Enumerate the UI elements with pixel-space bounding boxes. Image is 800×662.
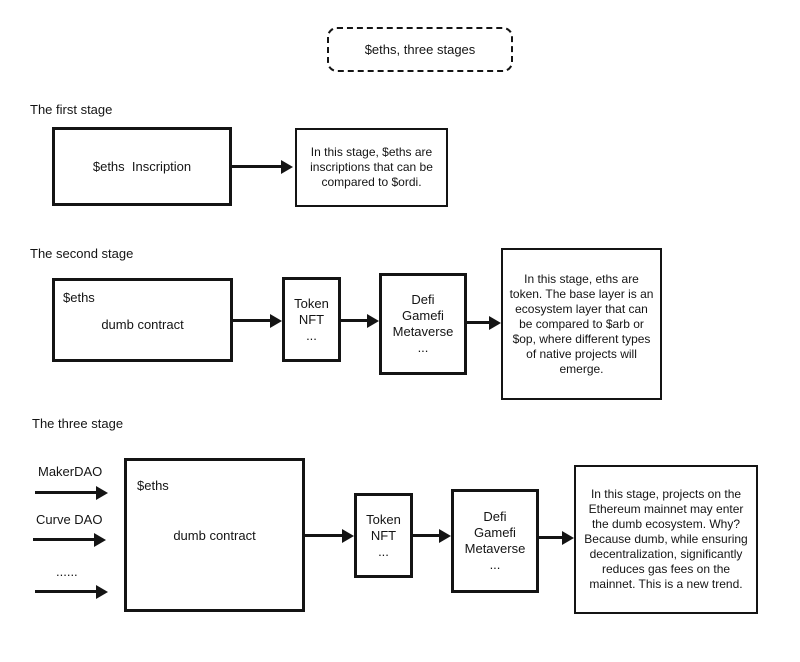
stage2-token-box: Token NFT ... <box>282 277 341 362</box>
stage3-description-text: In this stage, projects on the Ethereum … <box>584 487 748 591</box>
stage3-input-curvedao-label: Curve DAO <box>36 512 103 527</box>
stage3-label: The three stage <box>32 416 124 431</box>
stage2-defi-text: Defi Gamefi Metaverse ... <box>392 292 454 355</box>
stage2-description-text: In this stage, eths are token. The base … <box>509 271 654 376</box>
stage3-flow-arrow-2 <box>413 534 439 537</box>
stage3-input-curvedao-arrow <box>33 538 94 541</box>
stage3-input-makerdao-arrow <box>35 491 96 494</box>
stage1-inscription-label: $eths Inscription <box>92 159 192 174</box>
stage2-token-text: Token NFT ... <box>294 295 329 343</box>
stage3-flow-arrow-3 <box>539 536 562 539</box>
stage1-description-box: In this stage, $eths are inscriptions th… <box>295 128 448 207</box>
title-text: $eths, three stages <box>364 42 476 57</box>
stage3-contract-box: $eths dumb contract <box>124 458 305 612</box>
stage2-contract-label: dumb contract <box>101 316 184 332</box>
stage3-contract-label: dumb contract <box>173 527 256 543</box>
stage3-defi-text: Defi Gamefi Metaverse ... <box>464 509 526 572</box>
stage3-description-box: In this stage, projects on the Ethereum … <box>574 465 758 614</box>
stage3-token-text: Token NFT ... <box>366 511 401 559</box>
stage3-flow-arrow-1 <box>305 534 342 537</box>
stage3-input-others-label: ...... <box>56 564 78 579</box>
stage2-defi-box: Defi Gamefi Metaverse ... <box>379 273 467 375</box>
stage3-token-box: Token NFT ... <box>354 493 413 578</box>
stage2-flow-arrow-3 <box>467 321 489 324</box>
stage2-contract-box: $eths dumb contract <box>52 278 233 362</box>
stage3-input-others-arrow <box>35 590 96 593</box>
stage3-defi-box: Defi Gamefi Metaverse ... <box>451 489 539 593</box>
title-box: $eths, three stages <box>327 27 513 72</box>
stage2-flow-arrow-1 <box>233 319 270 322</box>
stage1-description-text: In this stage, $eths are inscriptions th… <box>310 145 433 189</box>
stage3-contract-tag: $eths <box>137 478 169 493</box>
stage2-label: The second stage <box>30 246 134 261</box>
stage2-flow-arrow-2 <box>341 319 367 322</box>
stage1-inscription-box: $eths Inscription <box>52 127 232 206</box>
stage2-description-box: In this stage, eths are token. The base … <box>501 248 662 400</box>
stage3-input-makerdao-label: MakerDAO <box>38 464 103 479</box>
stage2-contract-tag: $eths <box>63 290 95 305</box>
stage1-label: The first stage <box>30 102 113 117</box>
stage1-flow-arrow <box>232 165 281 168</box>
